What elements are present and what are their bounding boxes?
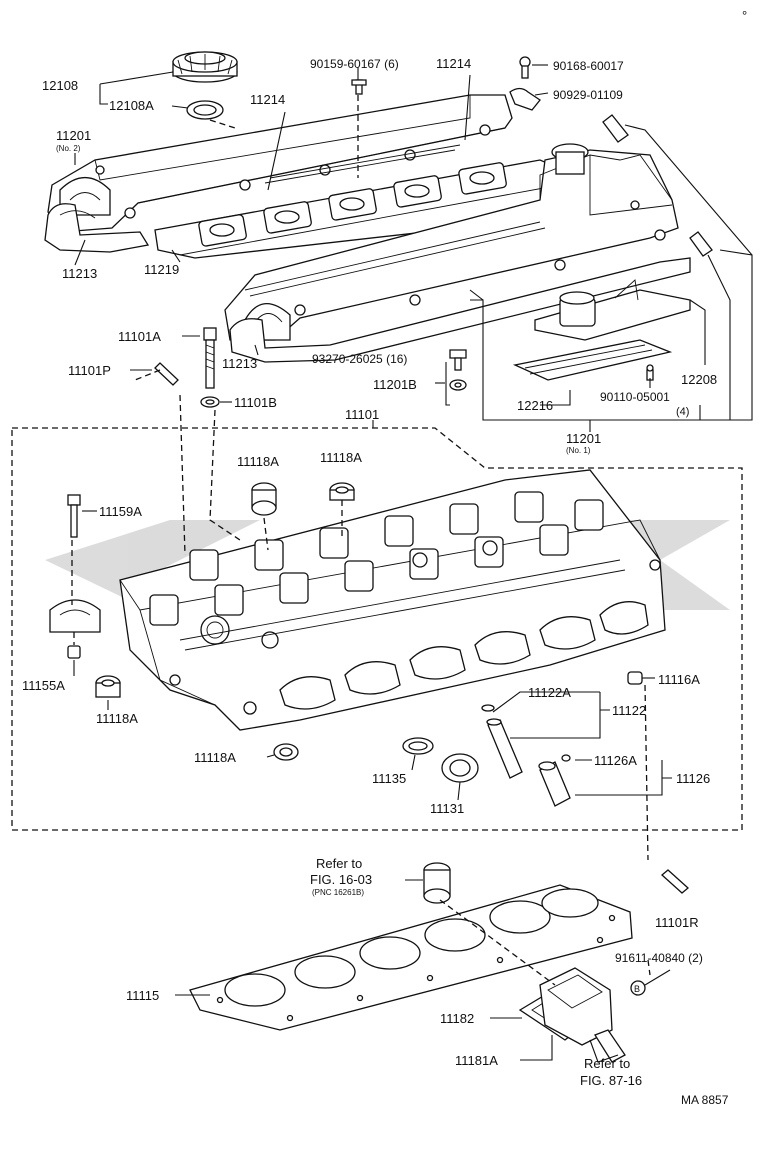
label-11118A-2: 11118A	[320, 450, 362, 465]
label-11201-no2-sub: (No. 2)	[56, 144, 81, 153]
plug-11118A-a	[251, 482, 277, 516]
water-outlet-11181A	[539, 967, 626, 1063]
label-12108: 12108	[42, 78, 78, 93]
clamp-90929	[509, 87, 541, 111]
baffle-plate-12216	[512, 339, 673, 381]
label-11126A: 11126A	[594, 753, 637, 768]
head-gasket	[189, 884, 633, 1031]
label-11122: 11122	[612, 703, 646, 718]
cover-bolt-90159	[351, 79, 367, 95]
plug-11118A-d	[273, 743, 299, 761]
label-12208: 12208	[681, 372, 717, 387]
refer-fig-16-03-line3: (PNC 16261B)	[312, 888, 364, 897]
label-11219: 11219	[144, 262, 179, 277]
label-11118A-1: 11118A	[237, 454, 279, 469]
head-cover-gasket-left	[44, 203, 150, 253]
refer-fig-87-16-line2: FIG. 87-16	[580, 1073, 642, 1088]
label-11159A: 11159A	[99, 504, 142, 519]
label-11115: 11115	[126, 988, 159, 1003]
dowel-11155A	[67, 645, 81, 659]
label-11213-left: 11213	[62, 266, 97, 281]
refer-fig-87-16-line1: Refer to	[584, 1056, 630, 1071]
label-93270: 93270-26025 (16)	[312, 352, 407, 366]
dowel-11116A	[627, 671, 643, 685]
label-11181A: 11181A	[455, 1053, 498, 1068]
plug-11118A-c	[95, 675, 121, 698]
snap-ring-11122A	[481, 704, 495, 712]
label-11118A-4: 11118A	[194, 750, 236, 765]
label-11182: 11182	[440, 1011, 474, 1026]
cylinder-head	[119, 469, 666, 731]
label-11101P: 11101P	[68, 363, 111, 378]
label-11201-no2: 11201	[56, 128, 91, 143]
figure-code: MA 8857	[681, 1093, 729, 1107]
refer-fig-16-03-line1: Refer to	[316, 856, 362, 871]
part-labels: 12108 12108A 11201 (No. 2) 11214 11214 9…	[22, 56, 729, 1107]
label-91611: 91611-40840 (2)	[615, 951, 703, 965]
insert-ring-11131	[441, 753, 479, 783]
callout-b-circle	[630, 980, 646, 996]
valve-guide-11126	[538, 754, 571, 807]
label-12108A: 12108A	[109, 98, 154, 113]
label-90110-qty: (4)	[676, 406, 689, 418]
head-cover-spacer-plate	[154, 159, 576, 259]
label-90159: 90159-60167 (6)	[310, 57, 399, 71]
pcv-pin-side	[689, 231, 713, 257]
valve-guide-11122	[486, 718, 523, 779]
water-inlet-pipe	[423, 862, 451, 904]
label-12216: 12216	[517, 398, 553, 413]
filler-cap-gasket	[186, 100, 224, 120]
label-90929: 90929-01109	[553, 88, 623, 102]
leader-lines	[71, 64, 753, 1063]
label-90110: 90110-05001	[600, 390, 670, 404]
label-11155A: 11155A	[22, 678, 65, 693]
seal-ring-11135	[402, 737, 434, 755]
label-11213-mid: 11213	[222, 356, 257, 371]
plug-11118A-b	[329, 482, 355, 501]
label-11201-no1: 11201	[566, 431, 601, 446]
bearing-cap	[49, 599, 101, 633]
label-11101A: 11101A	[118, 329, 161, 344]
screw-90110	[646, 364, 654, 381]
label-11101R: 11101R	[655, 915, 699, 930]
cover-bolt-90168	[519, 56, 531, 79]
label-90168: 90168-60017	[553, 59, 624, 73]
label-11101: 11101	[345, 407, 379, 422]
label-11126: 11126	[676, 771, 710, 786]
cover-bolt-93270	[449, 349, 467, 371]
label-11118A-3: 11118A	[96, 711, 138, 726]
stud-bolt-11101P	[154, 362, 179, 386]
label-11122A: 11122A	[528, 685, 571, 700]
label-11135: 11135	[372, 771, 406, 786]
bearing-cap-bolt-11159A	[67, 494, 81, 538]
head-assembly-box	[11, 427, 743, 831]
label-11201B: 11201B	[373, 377, 417, 392]
oil-filler-cap	[172, 51, 238, 83]
head-bolt-washer-11101B	[200, 396, 220, 408]
label-11214-right: 11214	[436, 56, 471, 71]
label-11101B: 11101B	[234, 395, 277, 410]
callout-b-letter: B	[634, 984, 640, 994]
head-bolt-11101A	[203, 327, 217, 389]
oil-separator-12208	[534, 279, 691, 341]
stud-bolt-11101R	[661, 869, 689, 894]
label-11201-no1-sub: (No. 1)	[566, 446, 591, 455]
label-11116A: 11116A	[658, 672, 700, 687]
refer-fig-16-03-line2: FIG. 16-03	[310, 872, 372, 887]
label-11131: 11131	[430, 801, 464, 816]
label-11214-left: 11214	[250, 92, 285, 107]
grommet-11201B	[449, 379, 467, 391]
head-cover-no1	[224, 143, 679, 341]
corner-mark: °	[742, 8, 747, 23]
pcv-pin-top	[602, 114, 629, 143]
head-cover-gasket-mid	[229, 257, 691, 363]
